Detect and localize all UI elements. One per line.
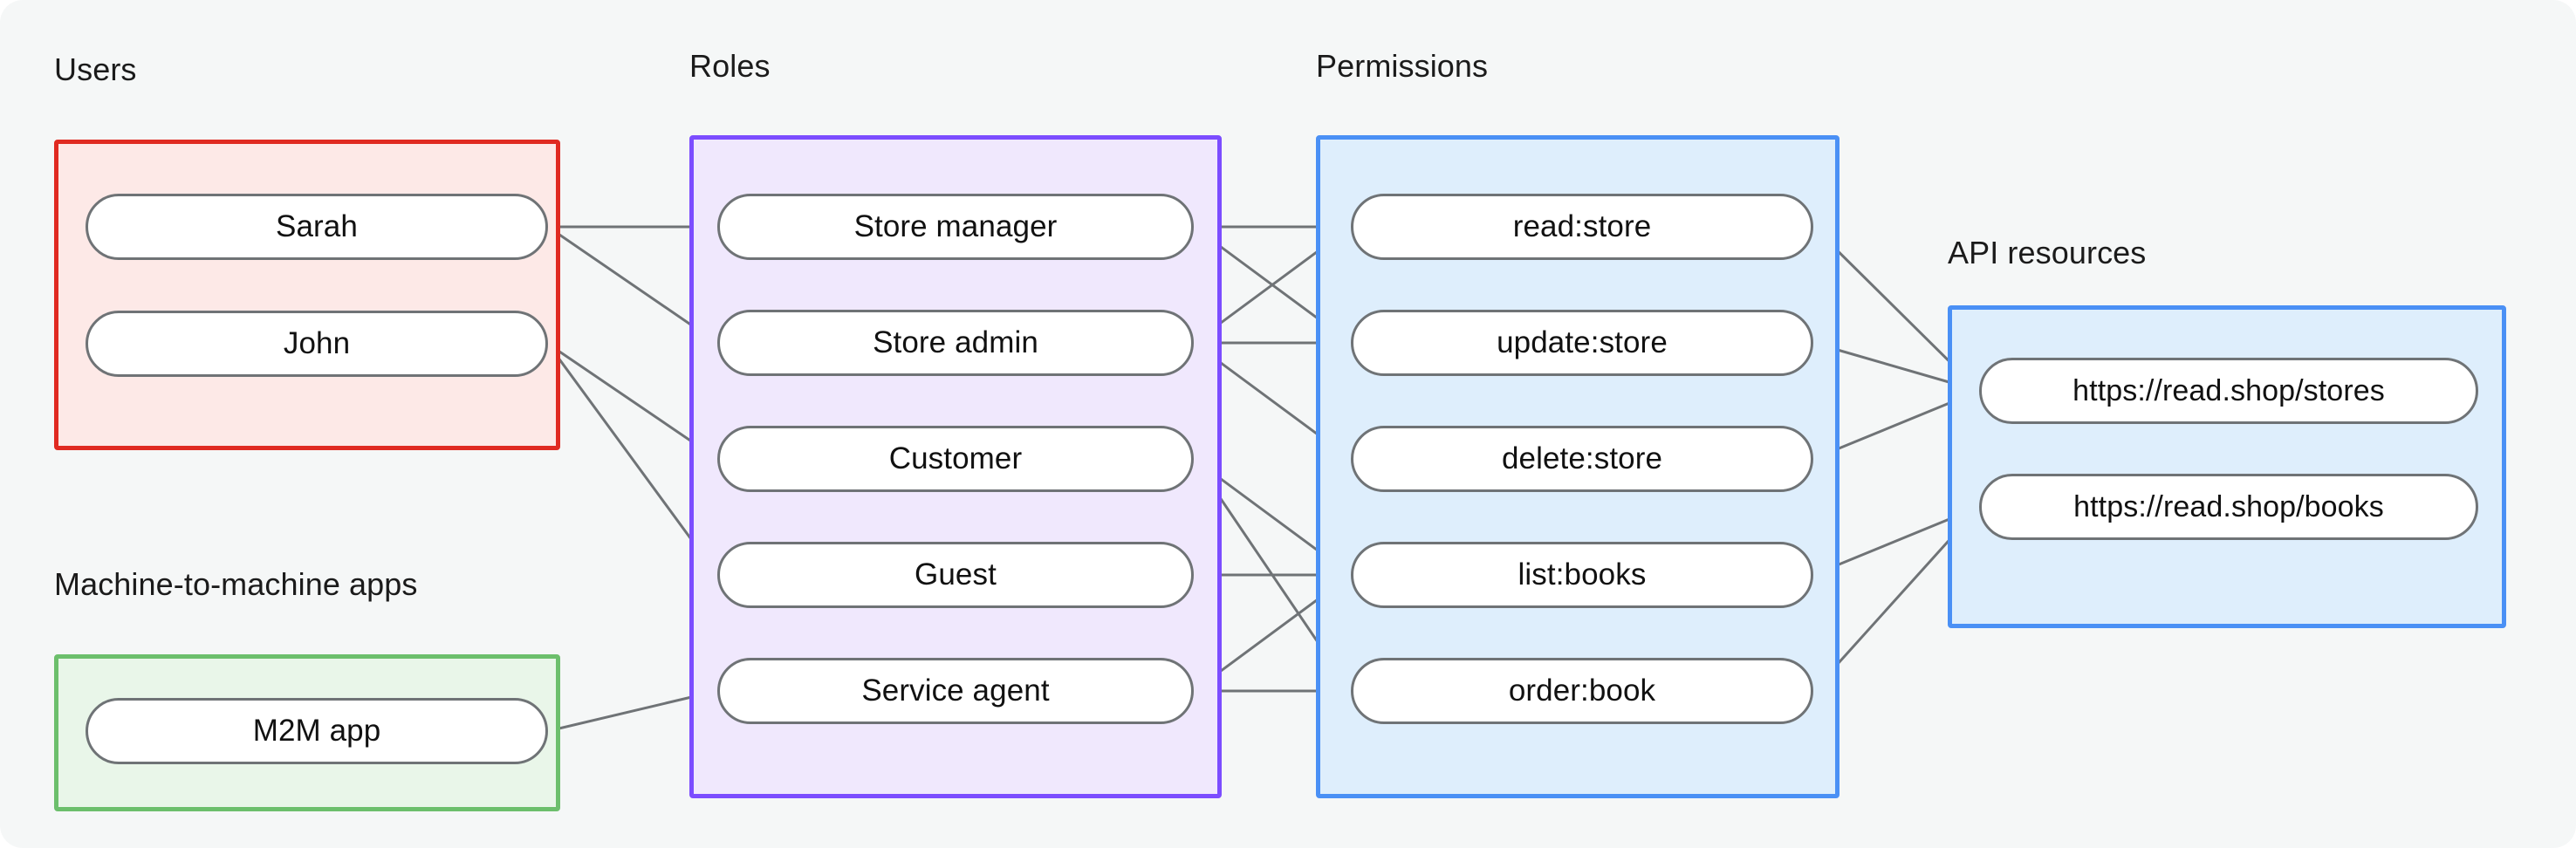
group-label-permissions: Permissions — [1316, 48, 1489, 84]
node-order-book[interactable]: order:book — [1351, 658, 1813, 724]
group-label-roles: Roles — [689, 48, 771, 84]
node-m2m-app[interactable]: M2M app — [86, 698, 548, 764]
node-store-admin[interactable]: Store admin — [717, 310, 1194, 376]
node-service-agent[interactable]: Service agent — [717, 658, 1194, 724]
node-customer[interactable]: Customer — [717, 426, 1194, 492]
node-res-books[interactable]: https://read.shop/books — [1979, 474, 2478, 540]
node-sarah[interactable]: Sarah — [86, 194, 548, 260]
node-update-store[interactable]: update:store — [1351, 310, 1813, 376]
node-read-store[interactable]: read:store — [1351, 194, 1813, 260]
node-john[interactable]: John — [86, 311, 548, 377]
node-guest[interactable]: Guest — [717, 542, 1194, 608]
node-delete-store[interactable]: delete:store — [1351, 426, 1813, 492]
group-label-users: Users — [54, 51, 137, 87]
group-label-api-resources: API resources — [1948, 235, 2147, 270]
node-res-stores[interactable]: https://read.shop/stores — [1979, 358, 2478, 424]
group-box-api-resources — [1948, 305, 2506, 628]
group-box-users — [54, 140, 560, 450]
node-store-manager[interactable]: Store manager — [717, 194, 1194, 260]
group-label-m2m: Machine-to-machine apps — [54, 566, 418, 602]
node-list-books[interactable]: list:books — [1351, 542, 1813, 608]
